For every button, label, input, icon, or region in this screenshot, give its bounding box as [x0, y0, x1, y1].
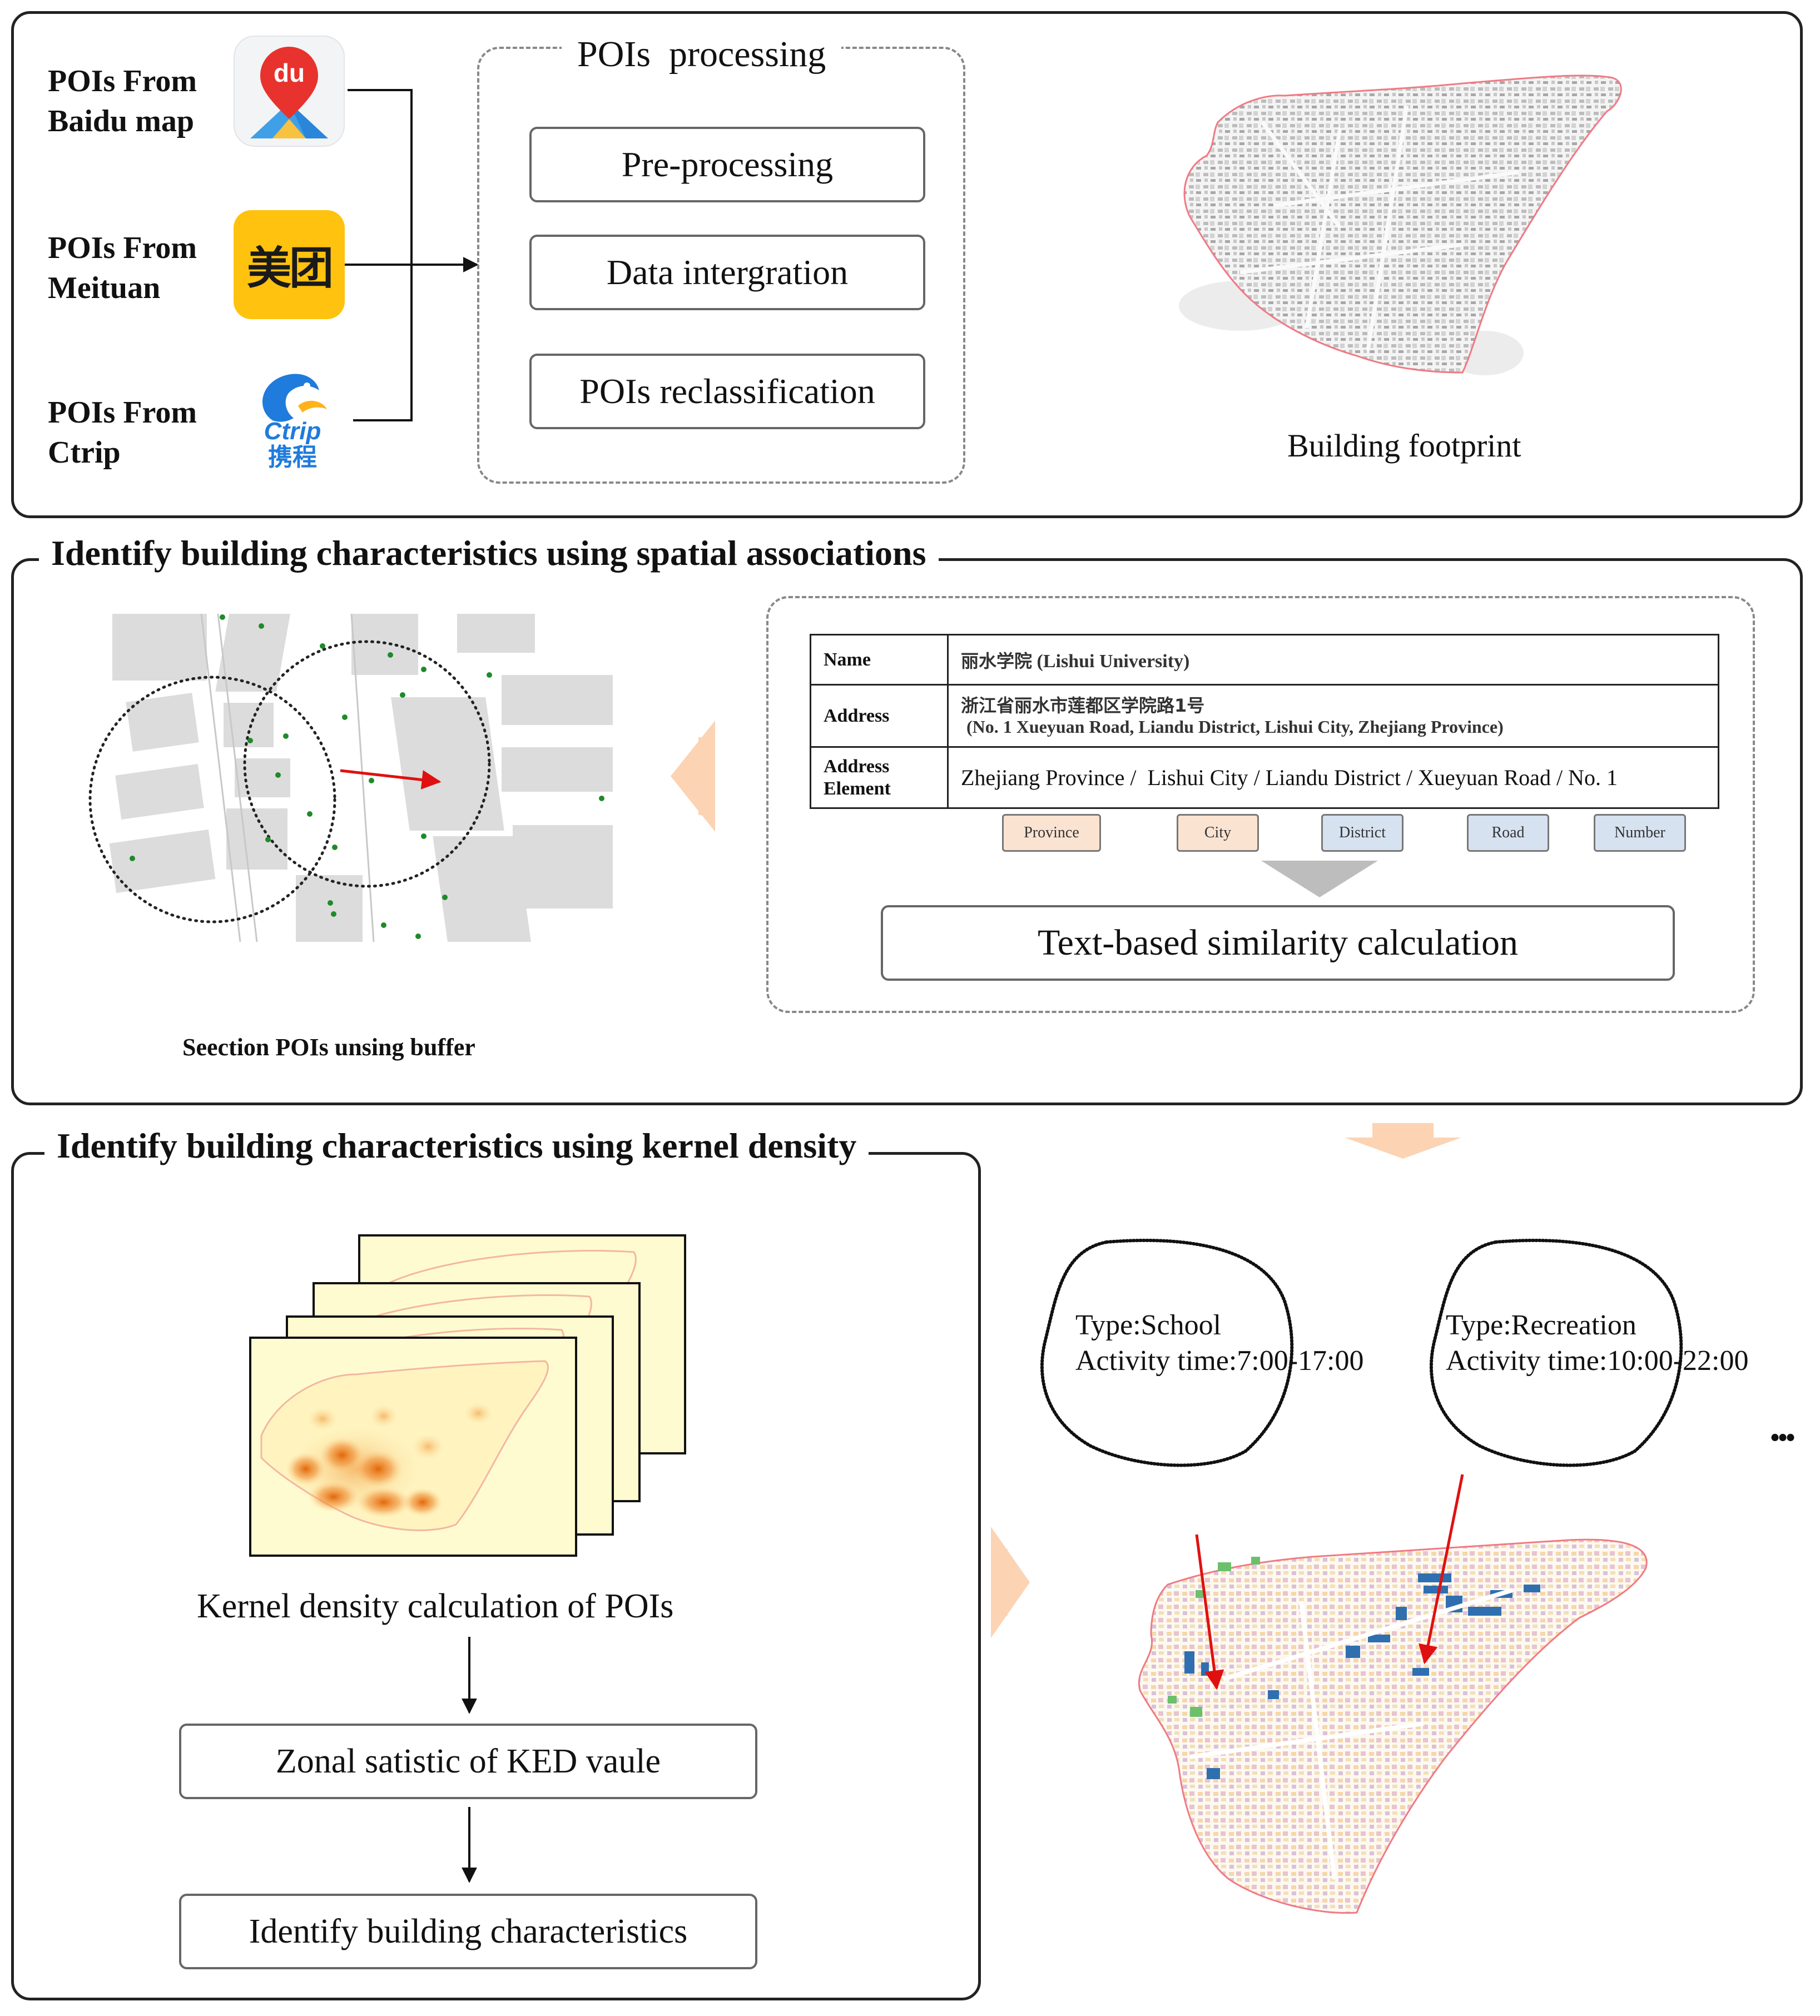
name-value: 丽水学院 (Lishui University): [947, 634, 1719, 686]
step-label: Pre-processing: [621, 145, 834, 184]
kernel-section-title: Identify building characteristics using …: [44, 1125, 869, 1166]
buffer-map: [88, 613, 613, 942]
name-en: (Lishui University): [1032, 651, 1190, 672]
similarity-label: Text-based similarity calculation: [1037, 922, 1519, 963]
footprint-caption: Building footprint: [1287, 428, 1521, 464]
source-line1: POIs From: [48, 231, 197, 265]
name-row: Name 丽水学院 (Lishui University): [810, 634, 1719, 686]
kernel-flow-arrows: [462, 1637, 477, 1883]
address-table: Name 丽水学院 (Lishui University) Address 浙江…: [810, 634, 1719, 809]
result-map: [1138, 1538, 1648, 1914]
address-matching-container: [766, 596, 1755, 1013]
zonal-label: Zonal satistic of KED vaule: [275, 1742, 661, 1780]
source-label-ctrip: POIs From Ctrip: [48, 393, 197, 473]
source-label-baidu: POIs From Baidu map: [48, 61, 197, 141]
address-row: Address 浙江省丽水市莲都区学院路1号 (No. 1 Xueyuan Ro…: [810, 684, 1719, 748]
preprocessing-step: Pre-processing: [529, 127, 925, 202]
element-label-line2: Element: [824, 778, 891, 799]
left-flow-arrow: [671, 721, 715, 832]
bubble-type: Type:Recreation: [1446, 1309, 1636, 1341]
address-cn: 浙江省丽水市莲都区学院路1号: [961, 694, 1205, 716]
address-label: Address: [810, 684, 949, 748]
ctrip-icon: Ctrip 携程: [245, 365, 339, 476]
source-line1: POIs From: [48, 395, 197, 430]
baidu-icon-text: du: [273, 58, 305, 87]
meituan-icon-text: 美团: [247, 242, 334, 294]
baidu-map-icon: du: [234, 36, 345, 147]
tag-district: District: [1321, 814, 1404, 852]
more-ellipsis: ...: [1769, 1402, 1796, 1451]
name-label: Name: [810, 634, 949, 686]
source-line2: Baidu map: [48, 104, 194, 138]
zonal-statistic-box: Zonal satistic of KED vaule: [179, 1724, 757, 1799]
name-cn: 丽水学院: [961, 650, 1033, 672]
processing-title: POIs processing: [562, 33, 842, 76]
source-line2: Ctrip: [48, 435, 121, 470]
address-element-value: Zhejiang Province / Lishui City / Liandu…: [947, 746, 1719, 809]
kde-map-stack: [249, 1234, 686, 1557]
tag-label: City: [1204, 824, 1232, 841]
school-bubble-text: Type:School Activity time:7:00-17:00: [1075, 1308, 1364, 1379]
recreation-bubble: [1429, 1239, 1683, 1467]
ctrip-icon-text: Ctrip: [264, 418, 321, 445]
result-bubbles: [1040, 1239, 1683, 1467]
address-value: 浙江省丽水市莲都区学院路1号 (No. 1 Xueyuan Road, Lian…: [947, 684, 1719, 748]
tag-label: Province: [1024, 824, 1079, 841]
reclassification-step: POIs reclassification: [529, 354, 925, 429]
spatial-section-title: Identify building characteristics using …: [39, 533, 939, 574]
address-en: (No. 1 Xueyuan Road, Liandu District, Li…: [966, 716, 1504, 737]
identify-label: Identify building characteristics: [249, 1912, 688, 1950]
kde-caption: Kernel density calculation of POIs: [197, 1587, 674, 1625]
source-line1: POIs From: [48, 64, 197, 98]
tag-number: Number: [1594, 814, 1686, 852]
tag-province: Province: [1002, 814, 1101, 852]
address-element-row: Address Element Zhejiang Province / Lish…: [810, 746, 1719, 809]
bracket-line: [348, 89, 413, 421]
identify-characteristics-box: Identify building characteristics: [179, 1894, 757, 1969]
right-flow-arrow: [991, 1527, 1030, 1638]
baidu-map-glyph: [250, 47, 328, 138]
step-label: Data intergration: [606, 252, 849, 292]
tag-label: Number: [1614, 824, 1665, 841]
ctrip-icon-text-cn: 携程: [268, 443, 317, 471]
building-footprint-map: [1179, 75, 1622, 375]
dolphin-icon: [262, 374, 327, 422]
similarity-calculation-box: Text-based similarity calculation: [881, 905, 1675, 981]
tag-road: Road: [1467, 814, 1549, 852]
kde-map-front: [249, 1337, 577, 1557]
bubble-time: Activity time:10:00-22:00: [1446, 1345, 1749, 1377]
tag-label: District: [1339, 824, 1386, 841]
data-integration-step: Data intergration: [529, 235, 925, 310]
tag-label: Road: [1491, 824, 1525, 841]
element-label-line1: Address: [824, 756, 890, 777]
bubble-time: Activity time:7:00-17:00: [1075, 1345, 1364, 1377]
school-bubble: [1040, 1239, 1294, 1467]
tag-city: City: [1177, 814, 1259, 852]
down-flow-arrow: [1345, 1123, 1461, 1159]
meituan-icon: 美团: [234, 210, 345, 319]
source-label-meituan: POIs From Meituan: [48, 228, 197, 308]
buffer-caption: Seection POIs unsing buffer: [182, 1034, 475, 1061]
address-element-label: Address Element: [810, 746, 949, 809]
step-label: POIs reclassification: [579, 371, 875, 411]
source-line2: Meituan: [48, 271, 161, 305]
recreation-bubble-text: Type:Recreation Activity time:10:00-22:0…: [1446, 1308, 1749, 1379]
bubble-type: Type:School: [1075, 1309, 1222, 1341]
down-gray-arrow: [1261, 861, 1378, 897]
